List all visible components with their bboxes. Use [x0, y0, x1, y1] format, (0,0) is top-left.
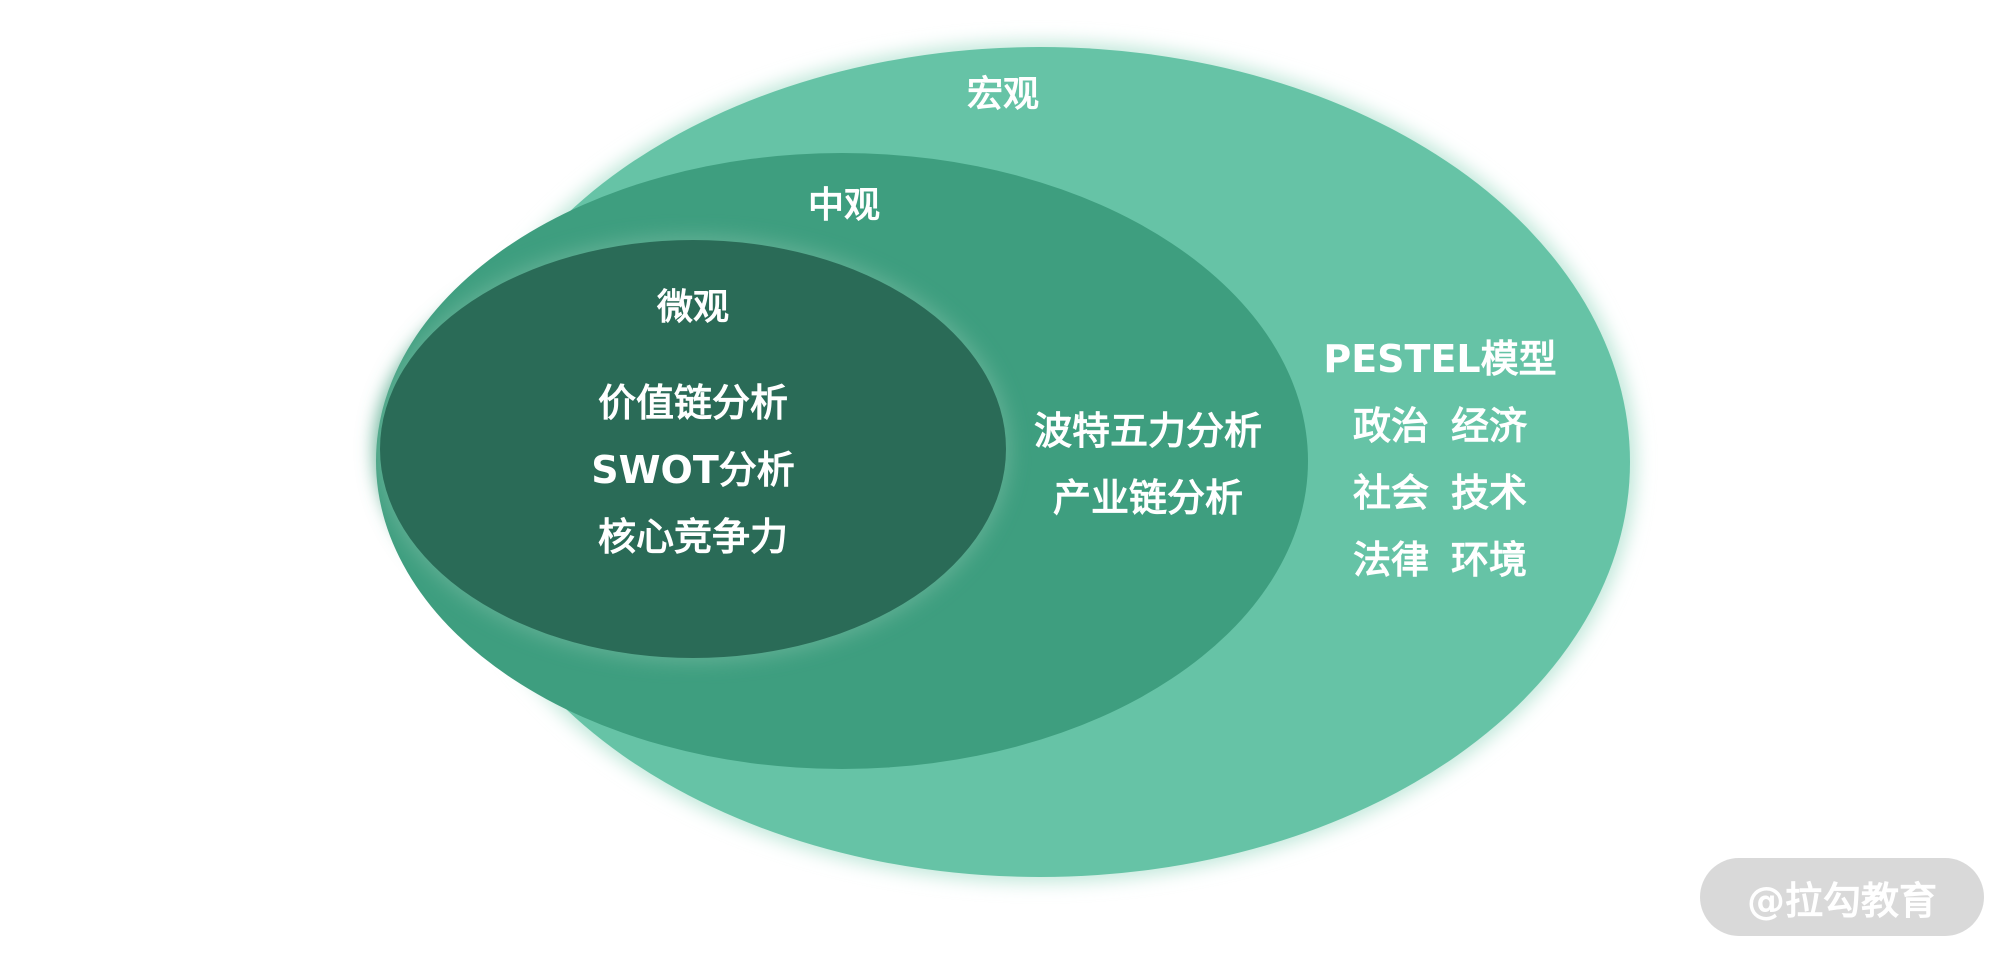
micro-item: 价值链分析 — [597, 381, 789, 425]
macro-factor-row: 政治 经济 — [1353, 393, 1527, 460]
macro-title: 宏观 — [966, 74, 1040, 115]
watermark-text: @拉勾教育 — [1746, 878, 1937, 923]
macro-factor: 社会 — [1352, 471, 1429, 515]
meso-content: 波特五力分析 产业链分析 — [1034, 398, 1262, 532]
micro-item: SWOT分析 — [591, 448, 795, 492]
macro-factor: 政治 — [1352, 404, 1429, 448]
macro-model-label: PESTEL模型 — [1323, 337, 1557, 381]
macro-factor-row: 社会 技术 — [1353, 460, 1527, 527]
micro-title: 微观 — [656, 287, 730, 328]
meso-item: 波特五力分析 — [1033, 409, 1263, 453]
macro-factor: 环境 — [1451, 538, 1528, 582]
meso-title: 中观 — [807, 185, 881, 226]
micro-item: 核心竞争力 — [597, 515, 789, 559]
micro-content: 价值链分析 SWOT分析 核心竞争力 — [591, 370, 795, 571]
macro-factor: 法律 — [1352, 538, 1429, 582]
meso-item: 产业链分析 — [1052, 476, 1244, 520]
macro-content: PESTEL模型 政治 经济 社会 技术 法律 环境 — [1323, 326, 1556, 594]
macro-factor-row: 法律 环境 — [1353, 527, 1527, 594]
macro-factor: 经济 — [1451, 404, 1528, 448]
macro-factor: 技术 — [1451, 471, 1528, 515]
micro-ellipse — [380, 240, 1006, 658]
watermark-badge: @拉勾教育 — [1700, 858, 1984, 936]
